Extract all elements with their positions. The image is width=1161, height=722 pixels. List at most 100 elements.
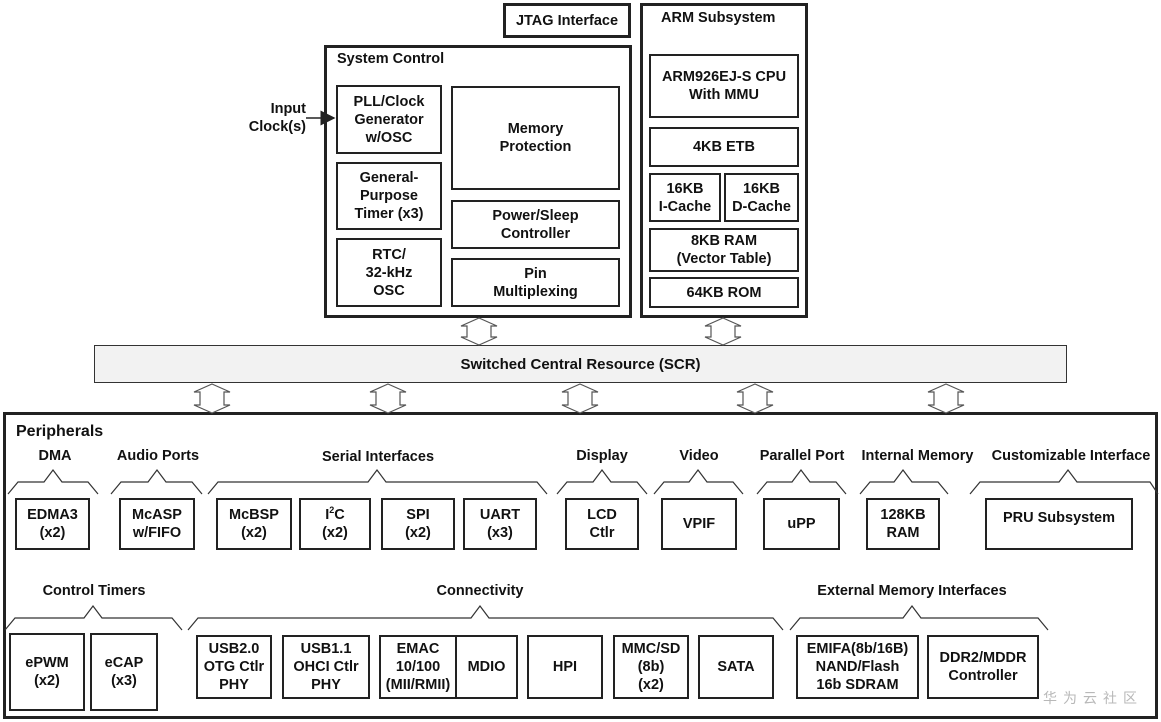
peripherals-frame [3,412,1158,719]
hpi-label: HPI [552,659,578,675]
bracket-internal-memory [859,469,949,495]
bracket-audio [110,469,203,495]
memory-protection-block: Memory Protection [451,86,620,190]
arm-subsystem-title: ARM Subsystem [661,10,776,26]
scr-periph-arrow-2 [369,383,407,414]
i2c-count: (x2) [322,525,348,541]
lcd-block: LCD Ctlr [565,498,639,550]
group-label-custom: Customizable Interface [991,448,1151,464]
mmc-label: MMC/SD (8b) (x2) [621,641,681,693]
group-label-display: Display [576,448,628,464]
usb20-block: USB2.0 OTG Ctlr PHY [196,635,272,699]
group-label-control-timers: Control Timers [42,583,146,599]
pin-mux-block: Pin Multiplexing [451,258,620,307]
i2c-name-sup: 2 [329,505,335,516]
pll-block: PLL/Clock Generator w/OSC [336,85,442,154]
usb11-block: USB1.1 OHCI Ctlr PHY [282,635,370,699]
arm-cpu-label: ARM926EJ-S CPU With MMU [661,69,787,103]
i2c-name: I2C [325,506,345,524]
sata-label: SATA [717,659,755,675]
ecap-block: eCAP (x3) [90,633,158,711]
i2c-block: I2C (x2) [299,498,371,550]
etb-label: 4KB ETB [692,139,756,155]
peripherals-title: Peripherals [16,423,104,440]
group-label-serial: Serial Interfaces [321,449,435,465]
icache-label: 16KB I-Cache [658,180,712,215]
mdio-cell: MDIO [457,637,516,697]
power-sleep-label: Power/Sleep Controller [492,207,579,242]
mmc-block: MMC/SD (8b) (x2) [613,635,689,699]
etb-block: 4KB ETB [649,127,799,167]
spi-label: SPI (x2) [405,507,431,541]
group-label-dma: DMA [38,448,72,464]
spi-block: SPI (x2) [381,498,455,550]
watermark: 华为云社区 [1043,690,1143,706]
i2c-name-main: I [325,507,330,523]
arm-subsystem-frame [640,3,808,318]
input-clock-label: Input Clock(s) [248,101,306,135]
pru-block: PRU Subsystem [985,498,1133,550]
bracket-ext-mem [789,605,1049,631]
bracket-video [653,469,744,495]
vector-ram-label: 8KB RAM (Vector Table) [676,233,772,267]
mdio-label: MDIO [467,659,506,675]
scr-periph-arrow-5 [927,383,965,414]
ram128-label: 128KB RAM [880,507,926,541]
memory-protection-label: Memory Protection [499,121,572,155]
ram128-block: 128KB RAM [866,498,940,550]
pin-mux-label: Pin Multiplexing [493,265,578,300]
bracket-display [556,469,648,495]
mcbsp-label: McBSP (x2) [229,507,279,541]
group-label-video: Video [679,448,719,464]
vpif-label: VPIF [682,516,716,532]
uart-block: UART (x3) [463,498,537,550]
ddr2-label: DDR2/MDDR Controller [939,650,1027,684]
emac-cell: EMAC 10/100 (MII/RMII) [381,637,457,697]
epwm-label: ePWM (x2) [25,655,69,689]
arm-cpu-block: ARM926EJ-S CPU With MMU [649,54,799,118]
epwm-block: ePWM (x2) [9,633,85,711]
rtc-block: RTC/ 32-kHz OSC [336,238,442,307]
bracket-connectivity [187,605,784,631]
group-label-parallel: Parallel Port [759,448,845,464]
system-control-frame [324,45,632,318]
usb20-label: USB2.0 OTG Ctlr PHY [203,641,265,693]
hpi-block: HPI [527,635,603,699]
bracket-control-timers [4,605,183,631]
emifa-block: EMIFA(8b/16B) NAND/Flash 16b SDRAM [796,635,919,699]
rom-label: 64KB ROM [686,284,762,301]
usb11-label: USB1.1 OHCI Ctlr PHY [293,641,359,693]
bracket-serial [207,469,548,495]
mcasp-block: McASP w/FIFO [119,498,195,550]
icache-block: 16KB I-Cache [649,173,721,222]
upp-block: uPP [763,498,840,550]
group-label-connectivity: Connectivity [436,583,524,599]
jtag-label: JTAG Interface [515,12,619,29]
bracket-custom [969,469,1159,495]
jtag-interface-block: JTAG Interface [503,3,631,38]
scr-periph-arrow-4 [736,383,774,414]
rtc-label: RTC/ 32-kHz OSC [365,246,413,299]
pru-label: PRU Subsystem [1002,510,1115,526]
gp-timer-block: General- Purpose Timer (x3) [336,162,442,230]
ddr2-block: DDR2/MDDR Controller [927,635,1039,699]
group-label-audio: Audio Ports [116,448,200,464]
emac-label: EMAC 10/100 (MII/RMII) [385,641,451,693]
i2c-name-tail: C [334,507,345,523]
mcbsp-block: McBSP (x2) [216,498,292,550]
arm-scr-arrow [704,317,742,346]
gp-timer-label: General- Purpose Timer (x3) [354,170,424,222]
scr-periph-arrow-1 [193,383,231,414]
bracket-parallel [756,469,847,495]
scr-bar: Switched Central Resource (SCR) [94,345,1067,383]
upp-label: uPP [787,516,816,532]
scr-periph-arrow-3 [561,383,599,414]
group-label-ext-mem: External Memory Interfaces [817,583,1007,599]
uart-label: UART (x3) [479,507,521,541]
mcasp-label: McASP w/FIFO [132,507,182,541]
sata-block: SATA [698,635,774,699]
scr-label: Switched Central Resource (SCR) [460,355,701,373]
ecap-label: eCAP (x3) [104,655,144,689]
edma3-label: EDMA3 (x2) [27,507,78,541]
